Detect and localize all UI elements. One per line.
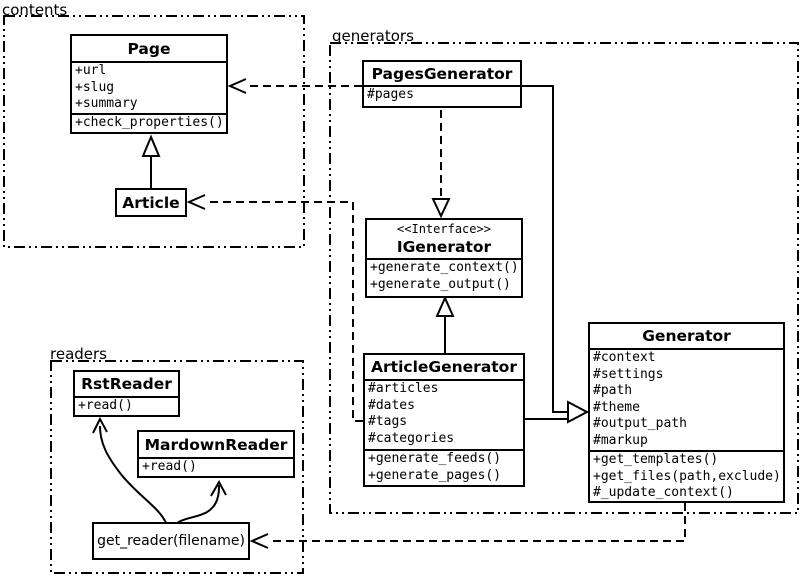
- attribute: #articles: [368, 381, 439, 396]
- class-pagesgenerator: PagesGenerator #pages: [362, 60, 522, 108]
- dependency-generator-to-getreader: [268, 503, 686, 542]
- attribute: #settings: [593, 366, 664, 382]
- generalization-pagesgenerator-to-generator: [522, 85, 568, 413]
- method: +generate_feeds(): [368, 451, 502, 466]
- package-contents-border: [3, 15, 305, 248]
- class-generator-title: Generator: [642, 327, 731, 345]
- class-mardownreader: MardownReader +read(): [137, 430, 295, 478]
- attribute: #dates: [368, 397, 415, 413]
- class-mardownreader-title: MardownReader: [144, 435, 288, 454]
- class-pagesgenerator-attributes: #pages: [364, 85, 520, 104]
- class-article-title: Article: [122, 193, 180, 212]
- method: +generate_output(): [370, 276, 511, 292]
- class-generator-methods: +get_templates() +get_files(path,exclude…: [590, 450, 783, 502]
- attribute: #context: [593, 350, 656, 365]
- class-igenerator-title: IGenerator: [396, 238, 492, 256]
- method: +get_templates(): [593, 452, 719, 467]
- attribute: #categories: [368, 430, 455, 446]
- call-getreader-to-rstreader: [99, 425, 167, 524]
- attribute: #path: [593, 383, 633, 398]
- function-get-reader: get_reader(filename): [92, 522, 250, 560]
- attribute: +url: [75, 63, 107, 78]
- package-readers-label: readers: [50, 345, 107, 363]
- dependency-articlegenerator-to-article: [205, 201, 363, 422]
- class-generator-attributes: #context #settings #path #theme #output_…: [590, 348, 783, 450]
- package-readers-border: [50, 360, 304, 574]
- class-igenerator: <<Interface>> IGenerator +generate_conte…: [365, 218, 523, 298]
- attribute: #pages: [367, 87, 414, 102]
- attribute: #output_path: [593, 416, 687, 431]
- arrowhead-to-rstreader-icon: [92, 416, 108, 434]
- class-generator: Generator #context #settings #path #them…: [588, 322, 785, 503]
- class-articlegenerator: ArticleGenerator #articles #dates #tags …: [363, 353, 525, 487]
- attribute: #tags: [368, 414, 408, 429]
- class-page-attributes: +url +slug +summary: [72, 61, 226, 113]
- class-rstreader: RstReader +read(): [73, 370, 180, 417]
- class-igenerator-stereotype: <<Interface>>: [397, 222, 491, 236]
- class-articlegenerator-title: ArticleGenerator: [371, 358, 517, 376]
- class-igenerator-header: <<Interface>> IGenerator: [367, 220, 521, 258]
- method: +read(): [78, 398, 133, 413]
- triangle-igenerator-icon: [435, 295, 455, 317]
- class-rstreader-methods: +read(): [75, 396, 178, 415]
- arrowhead-to-article-icon: [186, 194, 206, 210]
- class-articlegenerator-attributes: #articles #dates #tags #categories: [365, 379, 523, 449]
- arrowhead-to-getreader-icon: [249, 533, 269, 549]
- class-pagesgenerator-title: PagesGenerator: [371, 64, 513, 83]
- attribute: #theme: [593, 399, 640, 415]
- package-generators-border: [329, 42, 799, 514]
- package-contents-label: contents: [2, 1, 68, 19]
- package-generators-label: generators: [332, 27, 414, 45]
- method: +read(): [142, 459, 197, 474]
- attribute: +slug: [75, 79, 115, 95]
- class-articlegenerator-methods: +generate_feeds() +generate_pages(): [365, 449, 523, 484]
- method: +generate_pages(): [368, 467, 502, 483]
- attribute: #markup: [593, 432, 648, 448]
- class-igenerator-methods: +generate_context() +generate_output(): [367, 258, 521, 293]
- arrowhead-to-mardownreader-icon: [210, 479, 227, 497]
- method: +generate_context(): [370, 260, 519, 275]
- triangle-generator-icon: [567, 400, 590, 424]
- method: #_update_context(): [593, 485, 734, 500]
- call-getreader-to-mardownreader: [176, 484, 220, 524]
- arrowhead-to-page-icon: [227, 78, 247, 94]
- class-rstreader-title: RstReader: [81, 375, 172, 393]
- class-page-title: Page: [127, 39, 171, 58]
- function-get-reader-label: get_reader(filename): [97, 533, 245, 549]
- triangle-igenerator-realization-icon: [431, 198, 451, 219]
- method: +get_files(path,exclude): [593, 468, 781, 484]
- class-mardownreader-methods: +read(): [139, 457, 293, 476]
- method: +check_properties(): [75, 115, 224, 130]
- attribute: +summary: [75, 96, 138, 111]
- class-page: Page +url +slug +summary +check_properti…: [70, 34, 228, 134]
- class-page-methods: +check_properties(): [72, 113, 226, 132]
- triangle-page-icon: [141, 134, 161, 157]
- class-article: Article: [115, 188, 187, 217]
